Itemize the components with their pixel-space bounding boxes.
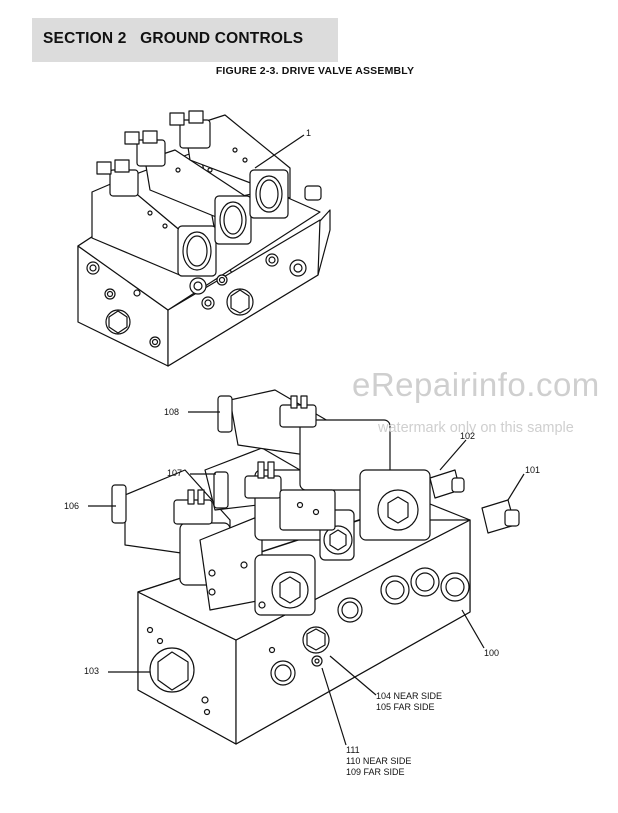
top-valve-assembly	[77, 110, 331, 367]
callout-106: 106	[64, 501, 80, 511]
callout-101: 101	[525, 465, 541, 475]
bottom-valve-assembly	[111, 389, 520, 745]
callout-108: 108	[164, 407, 180, 417]
callout-109-111: 111 110 NEAR SIDE 109 FAR SIDE	[346, 745, 412, 777]
watermark-subtext: watermark only on this sample	[378, 420, 574, 436]
callout-100: 100	[484, 648, 500, 658]
callout-1: 1	[306, 128, 312, 138]
callout-103: 103	[84, 666, 100, 676]
section-title: SECTION 2 GROUND CONTROLS	[43, 30, 304, 47]
callout-107: 107	[167, 468, 183, 478]
leader-line-1	[254, 134, 305, 169]
watermark-text: eRepairinfo.com	[352, 366, 600, 403]
callout-104-105: 104 NEAR SIDE 105 FAR SIDE	[376, 691, 443, 712]
section-banner: SECTION 2 GROUND CONTROLS	[32, 18, 338, 62]
leader-lines	[88, 411, 525, 746]
callout-102: 102	[460, 431, 476, 441]
figure-caption: FIGURE 2-3. DRIVE VALVE ASSEMBLY	[215, 65, 415, 77]
